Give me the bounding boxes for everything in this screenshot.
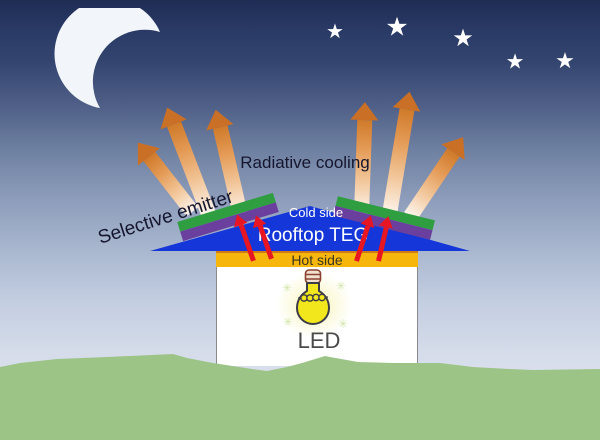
star-icon: ★ [385, 11, 409, 42]
cold-side-label: Cold side [288, 205, 344, 220]
star-icon: ★ [505, 50, 525, 74]
star-icon: ★ [326, 21, 344, 43]
rooftop-teg-label: Rooftop TEG [257, 225, 369, 246]
star-icon: ★ [452, 24, 474, 52]
radiative-cooling-label: Radiative cooling [240, 153, 370, 172]
led-label: LED [297, 328, 341, 353]
sparkle-icon: ✳ [338, 317, 349, 331]
crescent-moon-icon [54, 8, 160, 108]
sparkle-icon: ✳ [283, 315, 294, 329]
hot-side-label: Hot side [291, 252, 343, 268]
sparkle-icon: ✳ [282, 281, 293, 295]
arrow-head [350, 101, 379, 121]
arrow-head [392, 89, 424, 112]
star-icon: ★ [555, 47, 575, 73]
sparkle-icon: ✳ [336, 279, 347, 293]
light-bulb-icon [296, 269, 330, 325]
